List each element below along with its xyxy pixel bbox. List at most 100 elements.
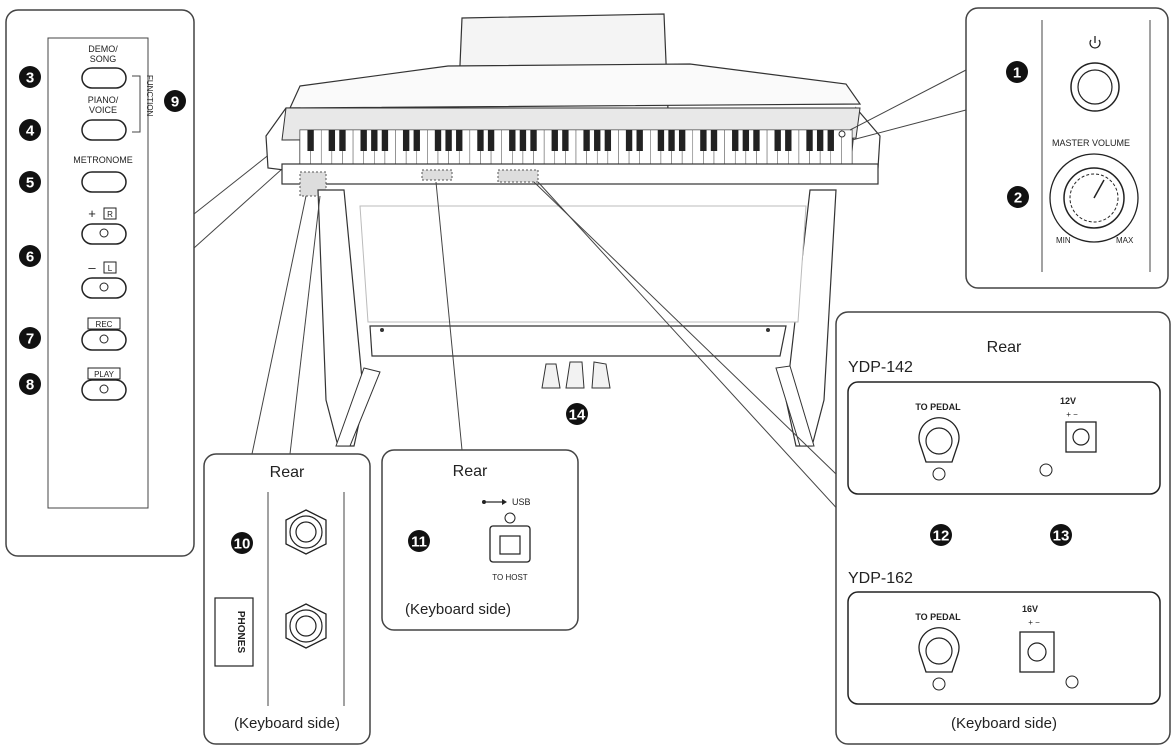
phones-jack-1[interactable] xyxy=(285,509,327,555)
badge-10: 10 xyxy=(231,532,253,554)
rear-side-label: (Keyboard side) xyxy=(951,715,1057,732)
usb-side-label: (Keyboard side) xyxy=(405,601,511,618)
phones-panel: Rear PHONES (Keyboard side) 10 xyxy=(203,453,371,745)
black-key xyxy=(827,130,834,151)
black-key xyxy=(519,130,527,151)
demo-song-label-line1: DEMO/ xyxy=(88,44,118,54)
black-key xyxy=(668,130,675,151)
black-key xyxy=(636,130,643,151)
svg-text:6: 6 xyxy=(26,249,34,266)
rear-connectors-panel: Rear YDP-142 TO PEDAL 12V + − 12 13 YDP-… xyxy=(835,311,1171,745)
badge-3: 3 xyxy=(19,66,41,88)
badge-7: 7 xyxy=(19,327,41,349)
black-key xyxy=(657,130,665,151)
black-key xyxy=(806,130,813,151)
svg-text:4: 4 xyxy=(26,123,35,140)
power-volume-panel: MASTER VOLUME MIN MAX 1 2 xyxy=(965,7,1169,289)
black-key xyxy=(753,130,760,151)
to-pedal-jack-142[interactable] xyxy=(918,417,960,481)
badge-13: 13 xyxy=(1050,524,1072,546)
svg-text:11: 11 xyxy=(411,534,427,551)
badge-9: 9 xyxy=(164,90,186,112)
black-key xyxy=(509,130,516,151)
black-key xyxy=(583,130,590,151)
minus-label: – xyxy=(88,260,96,275)
badge-6: 6 xyxy=(19,245,41,267)
black-key xyxy=(562,130,569,151)
l-label: L xyxy=(108,264,113,273)
black-key xyxy=(413,130,420,151)
svg-text:10: 10 xyxy=(234,536,251,553)
white-keys xyxy=(299,129,853,165)
black-key xyxy=(434,130,442,151)
volume-max-label: MAX xyxy=(1116,236,1134,245)
usb-panel: Rear USB TO HOST (Keyboard side) 11 xyxy=(381,449,579,631)
black-key xyxy=(487,130,495,151)
l-label-box xyxy=(103,261,117,274)
black-key xyxy=(477,130,484,151)
to-pedal-label-162: TO PEDAL xyxy=(915,612,961,622)
black-key xyxy=(381,130,389,151)
dc-16v-label: 16V xyxy=(1022,604,1038,614)
black-key xyxy=(710,130,718,151)
to-host-label: TO HOST xyxy=(492,573,528,582)
badge-11: 11 xyxy=(408,530,430,552)
model-ydp-162: YDP-162 xyxy=(848,570,913,587)
svg-text:9: 9 xyxy=(171,94,179,111)
black-key xyxy=(785,130,792,151)
badge-12: 12 xyxy=(930,524,952,546)
black-key xyxy=(339,130,346,151)
svg-text:8: 8 xyxy=(26,377,34,394)
dc-in-jack-162[interactable] xyxy=(1019,631,1055,673)
black-key xyxy=(625,130,633,151)
left-control-panel: DEMO/ SONG PIANO/ VOICE FUNCTION METRONO… xyxy=(5,9,195,557)
demo-song-button[interactable] xyxy=(81,67,127,89)
black-key xyxy=(307,130,314,151)
volume-min-label: MIN xyxy=(1056,236,1071,245)
phones-label-box xyxy=(214,597,254,667)
svg-text:12: 12 xyxy=(933,528,950,545)
minus-l-led xyxy=(99,282,109,292)
to-pedal-jack-162[interactable] xyxy=(918,627,960,691)
usb-icon xyxy=(482,499,507,505)
svg-text:14: 14 xyxy=(569,407,586,424)
piano-voice-label-line1: PIANO/ xyxy=(88,95,119,105)
play-led xyxy=(99,384,109,394)
black-key xyxy=(551,130,558,151)
phones-side-label: (Keyboard side) xyxy=(234,715,340,732)
r-label: R xyxy=(107,210,113,219)
badge-2: 2 xyxy=(1007,186,1029,208)
dc-12v-label: 12V xyxy=(1060,396,1076,406)
svg-text:13: 13 xyxy=(1053,528,1070,545)
black-key xyxy=(700,130,707,151)
plus-label: + xyxy=(88,206,96,221)
black-key xyxy=(530,130,537,151)
function-label: FUNCTION xyxy=(145,75,154,117)
badge-8: 8 xyxy=(19,373,41,395)
black-key xyxy=(678,130,686,151)
rec-label-box xyxy=(87,317,121,330)
black-key xyxy=(402,130,410,151)
rec-label: REC xyxy=(96,320,113,329)
piano-voice-button[interactable] xyxy=(81,119,127,141)
digital-piano xyxy=(265,13,881,447)
piano-voice-label-line2: VOICE xyxy=(89,105,117,115)
black-key xyxy=(774,130,781,151)
badge-5: 5 xyxy=(19,171,41,193)
to-pedal-label-142: TO PEDAL xyxy=(915,402,961,412)
badge-1: 1 xyxy=(1006,61,1028,83)
black-key xyxy=(360,130,367,151)
play-label: PLAY xyxy=(94,370,115,379)
usb-rear-label: Rear xyxy=(453,463,488,480)
model-ydp-142: YDP-142 xyxy=(848,359,913,376)
phones-jack-2[interactable] xyxy=(285,603,327,649)
black-key xyxy=(732,130,739,151)
svg-text:5: 5 xyxy=(26,175,34,192)
demo-song-label-line2: SONG xyxy=(90,54,117,64)
r-label-box xyxy=(103,207,117,220)
metronome-button[interactable] xyxy=(81,171,127,193)
rear-label: Rear xyxy=(987,339,1022,356)
black-key xyxy=(445,130,452,151)
badge-14: 14 xyxy=(566,403,588,425)
